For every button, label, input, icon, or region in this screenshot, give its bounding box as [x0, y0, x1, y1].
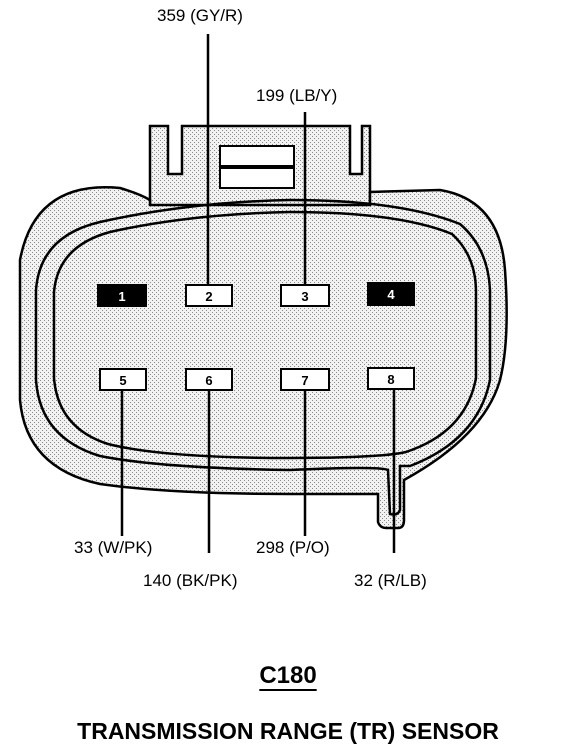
pin-3: 3 — [280, 284, 330, 307]
pin-3-cavity — [280, 284, 330, 307]
pin-8-number: 8 — [387, 372, 394, 387]
pin-7-cavity — [280, 368, 330, 391]
latch-slot-lower — [219, 167, 295, 189]
pin-2-cavity — [185, 284, 233, 307]
pin-6: 6 — [185, 368, 233, 391]
pin-8: 8 — [367, 367, 415, 390]
wire-label-pin-5: 33 (W/PK) — [74, 538, 152, 557]
connector-housing — [18, 124, 508, 530]
pin-2: 2 — [185, 284, 233, 307]
pin-7-number: 7 — [301, 373, 308, 388]
sensor-title: TRANSMISSION RANGE (TR) SENSOR — [77, 718, 499, 744]
wire-label-pin-2: 359 (GY/R) — [157, 6, 243, 25]
wire-label-pin-7: 298 (P/O) — [256, 538, 330, 557]
connector-id-text: C180 — [259, 662, 317, 689]
pin-5: 5 — [99, 368, 147, 391]
pin-8-cavity — [367, 367, 415, 390]
pin-6-cavity — [185, 368, 233, 391]
wire-label-pin-3: 199 (LB/Y) — [256, 86, 337, 105]
housing-inner-wall — [34, 198, 492, 516]
pin-6-number: 6 — [205, 373, 212, 388]
connector-id: C180 — [0, 662, 576, 690]
pin-1: 1 — [97, 284, 147, 307]
pin-4-cavity — [367, 282, 415, 306]
wire-label-pin-8: 32 (R/LB) — [354, 571, 427, 590]
pin-1-number: 1 — [118, 289, 125, 304]
pin-4-number: 4 — [387, 287, 395, 302]
pin-4: 4 — [367, 282, 415, 306]
pin-3-number: 3 — [301, 289, 308, 304]
latch-slot-upper — [219, 145, 295, 167]
pin-5-cavity — [99, 368, 147, 391]
wire-leads — [120, 34, 396, 553]
pin-7: 7 — [280, 368, 330, 391]
pin-5-number: 5 — [119, 373, 126, 388]
pin-2-number: 2 — [205, 289, 212, 304]
connector-cavity — [52, 210, 478, 460]
pin-1-cavity — [97, 284, 147, 307]
wire-label-pin-6: 140 (BK/PK) — [143, 571, 238, 590]
